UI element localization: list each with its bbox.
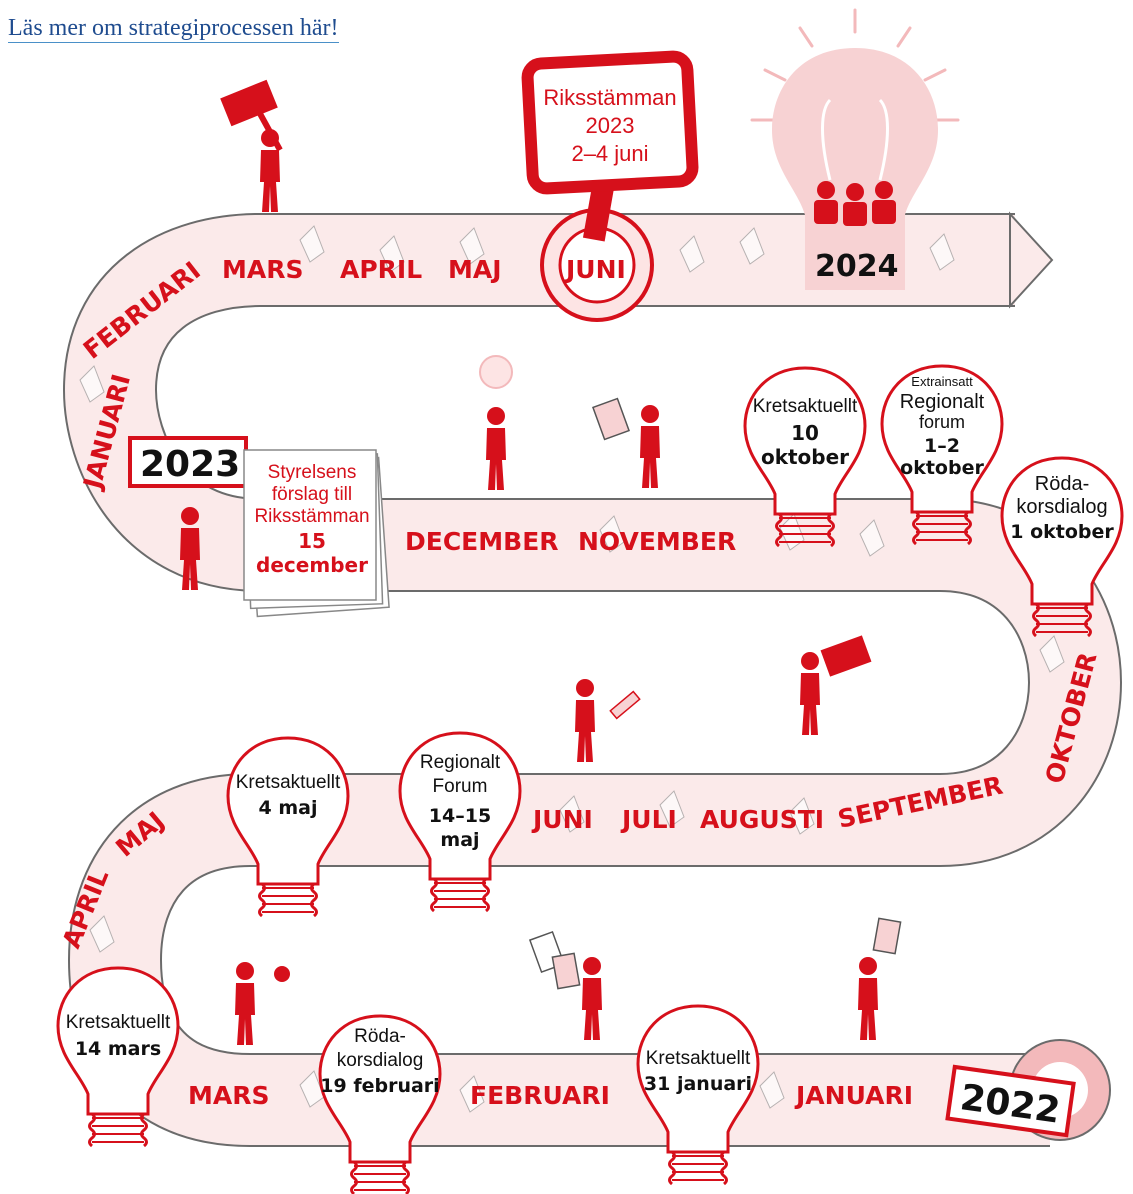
event-kretsaktuellt-10-oktober: Kretsaktuellt 10 oktober	[743, 366, 867, 548]
svg-text:korsdialog: korsdialog	[1016, 496, 1107, 518]
month-juni-2023: JUNI	[564, 255, 626, 284]
month-maj-2023: MAJ	[448, 255, 502, 284]
month-november-2022: NOVEMBER	[578, 527, 736, 556]
event-regionalt-forum-14-15-maj: Regionalt Forum 14–15 maj	[398, 731, 522, 913]
svg-text:31 januari: 31 januari	[644, 1073, 752, 1095]
svg-text:14–15: 14–15	[429, 805, 491, 827]
strategy-process-link[interactable]: Läs mer om strategiprocessen här!	[8, 15, 339, 43]
person-with-flag-icon	[800, 635, 872, 735]
event-regionalt-forum-1-2-oktober: Extrainsatt Regionalt forum 1–2 oktober	[880, 364, 1004, 546]
month-december-2022: DECEMBER	[405, 527, 559, 556]
svg-text:oktober: oktober	[761, 445, 849, 469]
month-mars-2022: MARS	[188, 1081, 269, 1110]
event-kretsaktuellt-14-mars: Kretsaktuellt 14 mars	[56, 966, 180, 1148]
month-april-2023: APRIL	[340, 255, 422, 284]
person-with-ball-icon	[235, 962, 290, 1045]
svg-text:Regionalt: Regionalt	[420, 752, 501, 773]
svg-text:1 oktober: 1 oktober	[1010, 521, 1114, 543]
person-with-idea-icon	[479, 355, 513, 490]
svg-text:4 maj: 4 maj	[259, 797, 318, 819]
svg-text:Kretsaktuellt: Kretsaktuellt	[646, 1048, 751, 1069]
svg-text:förslag till: förslag till	[272, 484, 352, 505]
svg-text:Forum: Forum	[433, 776, 488, 797]
svg-text:Röda-: Röda-	[1035, 473, 1089, 495]
person-with-sign-icon	[220, 79, 283, 212]
person-with-papers-icon	[528, 930, 602, 1040]
svg-text:Kretsaktuellt: Kretsaktuellt	[236, 772, 341, 793]
person-walking-with-paper-icon	[592, 397, 660, 488]
svg-text:19 februari: 19 februari	[320, 1075, 439, 1097]
svg-text:Röda-: Röda-	[354, 1026, 406, 1047]
svg-text:2023: 2023	[586, 113, 635, 138]
event-kretsaktuellt-31-januari: Kretsaktuellt 31 januari	[636, 1004, 760, 1186]
months-row-4: MARS FEBRUARI JANUARI	[188, 1081, 913, 1110]
event-rodakorsdialog-19-februari: Röda- korsdialog 19 februari	[318, 1014, 442, 1194]
svg-text:15: 15	[298, 529, 326, 553]
svg-text:forum: forum	[919, 412, 965, 432]
svg-text:Kretsaktuellt: Kretsaktuellt	[753, 396, 858, 417]
months-row-2: DECEMBER NOVEMBER	[405, 527, 736, 556]
year-2022-box: 2022	[945, 1064, 1076, 1138]
svg-text:Riksstämman: Riksstämman	[254, 506, 369, 527]
svg-text:1–2: 1–2	[924, 435, 960, 457]
month-augusti-2022: AUGUSTI	[700, 805, 824, 834]
svg-text:Kretsaktuellt: Kretsaktuellt	[66, 1012, 171, 1033]
svg-text:10: 10	[791, 421, 819, 445]
svg-text:Regionalt: Regionalt	[900, 391, 985, 413]
svg-text:oktober: oktober	[900, 457, 984, 479]
svg-text:Extrainsatt: Extrainsatt	[911, 374, 973, 389]
svg-text:korsdialog: korsdialog	[337, 1050, 424, 1071]
svg-text:2–4 juni: 2–4 juni	[571, 141, 648, 166]
month-juni-2022: JUNI	[531, 805, 593, 834]
month-februari-2022: FEBRUARI	[470, 1081, 610, 1110]
month-januari-2022: JANUARI	[794, 1081, 913, 1110]
month-mars-2023: MARS	[222, 255, 303, 284]
month-juli-2022: JULI	[620, 805, 677, 834]
svg-text:Styrelsens: Styrelsens	[268, 462, 357, 483]
person-walking-with-pencil-icon	[575, 679, 641, 762]
year-2024-label: 2024	[815, 249, 899, 284]
lightbulb-2024-icon	[750, 8, 960, 290]
juni-2023-target	[540, 208, 654, 322]
svg-text:december: december	[256, 553, 368, 577]
event-kretsaktuellt-4-maj: Kretsaktuellt 4 maj	[226, 736, 350, 918]
event-rodakorsdialog-1-oktober: Röda- korsdialog 1 oktober	[1000, 456, 1124, 638]
styrelsen-proposal-document: Styrelsens förslag till Riksstämman 15 d…	[243, 449, 390, 618]
svg-text:2023: 2023	[140, 444, 240, 485]
person-holding-paper-icon	[858, 917, 902, 1040]
riksstamman-sign	[521, 50, 699, 242]
year-2023-box: 2023	[128, 436, 248, 488]
svg-text:14 mars: 14 mars	[75, 1038, 161, 1060]
riksstamman-sign-text: Riksstämman 2023 2–4 juni	[543, 85, 676, 166]
svg-text:Riksstämman: Riksstämman	[543, 85, 676, 110]
svg-text:maj: maj	[440, 829, 479, 851]
